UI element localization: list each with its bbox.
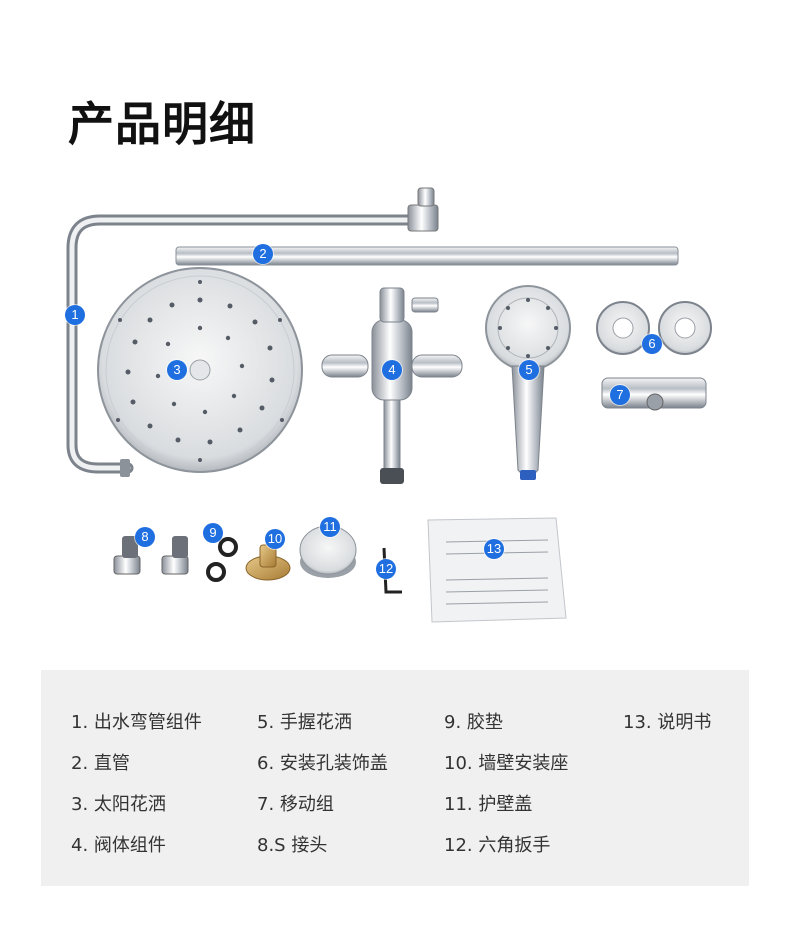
legend-item-7: 7. 移动组 bbox=[257, 794, 334, 815]
badge-12: 12 bbox=[376, 559, 396, 579]
hand-shower bbox=[485, 285, 571, 480]
badge-13: 13 bbox=[484, 539, 504, 559]
legend-item-8: 8.S 接头 bbox=[257, 835, 328, 856]
legend-item-10: 10. 墙壁安装座 bbox=[444, 753, 569, 774]
badge-8: 8 bbox=[135, 527, 155, 547]
badge-11: 11 bbox=[320, 517, 340, 537]
instruction-manual bbox=[427, 517, 567, 623]
straight-pipe bbox=[175, 246, 679, 266]
badge-4: 4 bbox=[382, 360, 402, 380]
badge-5: 5 bbox=[519, 360, 539, 380]
badge-6: 6 bbox=[642, 334, 662, 354]
rain-shower-head bbox=[97, 267, 303, 473]
legend-item-12: 12. 六角扳手 bbox=[444, 835, 551, 856]
wall-cover bbox=[299, 525, 357, 578]
legend-item-9: 9. 胶垫 bbox=[444, 712, 503, 733]
badge-3: 3 bbox=[167, 360, 187, 380]
parts-legend: 1. 出水弯管组件 2. 直管 3. 太阳花洒 4. 阀体组件 5. 手握花洒 … bbox=[41, 670, 749, 886]
legend-item-5: 5. 手握花洒 bbox=[257, 712, 352, 733]
wall-mount-seat bbox=[245, 544, 291, 581]
legend-item-13: 13. 说明书 bbox=[623, 712, 712, 733]
decorative-covers bbox=[596, 301, 712, 355]
s-connectors bbox=[113, 536, 189, 575]
legend-item-11: 11. 护壁盖 bbox=[444, 794, 533, 815]
valve-body bbox=[321, 287, 463, 484]
legend-item-3: 3. 太阳花洒 bbox=[71, 794, 166, 815]
page-title: 产品明细 bbox=[68, 97, 256, 151]
legend-item-2: 2. 直管 bbox=[71, 753, 130, 774]
rubber-washers bbox=[206, 537, 238, 582]
badge-2: 2 bbox=[253, 244, 273, 264]
badge-7: 7 bbox=[610, 385, 630, 405]
legend-item-1: 1. 出水弯管组件 bbox=[71, 712, 202, 733]
legend-item-4: 4. 阀体组件 bbox=[71, 835, 166, 856]
outlet-bend-pipe bbox=[66, 187, 439, 477]
badge-1: 1 bbox=[65, 305, 85, 325]
badge-9: 9 bbox=[203, 523, 223, 543]
legend-item-6: 6. 安装孔装饰盖 bbox=[257, 753, 388, 774]
badge-10: 10 bbox=[265, 529, 285, 549]
